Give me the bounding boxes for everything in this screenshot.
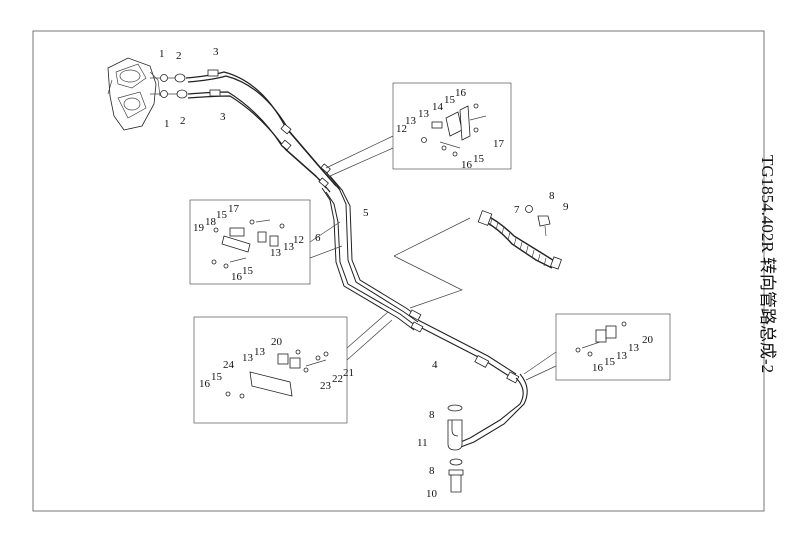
label-tr-16b: 16: [461, 159, 473, 171]
label-bl-21: 21: [343, 367, 354, 379]
label-2b: 2: [180, 115, 186, 127]
label-ml-13b: 13: [270, 247, 282, 259]
label-tr-16: 16: [455, 87, 467, 99]
label-3a: 3: [213, 46, 219, 58]
detail-frame-bottom-left: [193, 316, 348, 424]
label-ml-15b: 15: [242, 265, 254, 277]
label-bl-15: 15: [211, 371, 223, 383]
detail-frame-top-right: [392, 82, 512, 170]
label-bl-20: 20: [271, 336, 283, 348]
label-tr-15b: 15: [473, 153, 485, 165]
label-bl-24: 24: [223, 359, 235, 371]
label-br-16: 16: [592, 362, 604, 374]
label-ml-17: 17: [228, 203, 240, 215]
label-tr-12: 12: [396, 123, 407, 135]
hose-pair-3: [185, 69, 341, 193]
label-ml-13a: 13: [283, 241, 295, 253]
label-10: 10: [426, 488, 438, 500]
steel-tubes-5-6: [318, 163, 421, 331]
drawing-frame: [32, 30, 765, 512]
label-bl-13b: 13: [254, 346, 266, 358]
label-br-15: 15: [604, 356, 616, 368]
label-4: 4: [432, 359, 438, 371]
detail-frame-mid-left: [189, 199, 311, 285]
label-tr-13a: 13: [405, 115, 417, 127]
part-labels: 1 2 3 1 2 3 5 6 7 8 9 4 8 11 8 10 12 13 …: [159, 46, 654, 500]
label-ml-19: 19: [193, 222, 205, 234]
leader-lines: [309, 135, 557, 381]
label-9: 9: [563, 201, 569, 213]
label-1a: 1: [159, 48, 165, 60]
label-2a: 2: [176, 50, 182, 62]
label-8b: 8: [429, 409, 435, 421]
drawing-title: TG1854.402R 转向管路总成-2: [758, 155, 777, 373]
label-ml-12: 12: [293, 234, 304, 246]
label-br-13a: 13: [628, 342, 640, 354]
label-8c: 8: [429, 465, 435, 477]
label-ml-16: 16: [231, 271, 243, 283]
label-br-13b: 13: [616, 350, 628, 362]
label-ml-15: 15: [216, 209, 228, 221]
label-3b: 3: [220, 111, 226, 123]
label-tr-13b: 13: [418, 108, 430, 120]
label-11: 11: [417, 437, 428, 449]
label-8a: 8: [549, 190, 555, 202]
hose-7: [477, 205, 562, 270]
banjo-fitting-11: [447, 404, 464, 493]
label-6: 6: [315, 232, 321, 244]
steering-gear-unit: [107, 57, 161, 131]
fittings-upper: [150, 73, 188, 99]
label-tr-17: 17: [493, 138, 505, 150]
label-br-20: 20: [642, 334, 654, 346]
label-bl-13a: 13: [242, 352, 254, 364]
clamp-detail-mid-left: [211, 219, 285, 269]
label-bl-16: 16: [199, 378, 211, 390]
label-tr-15: 15: [444, 94, 456, 106]
clamp-detail-bottom-right: [575, 321, 627, 357]
label-bl-23: 23: [320, 380, 332, 392]
label-1b: 1: [164, 118, 170, 130]
clamp-detail-top-right: [421, 103, 487, 157]
label-5: 5: [363, 207, 369, 219]
label-tr-14: 14: [432, 101, 444, 113]
label-bl-22: 22: [332, 373, 343, 385]
clamp-detail-bottom-left: [225, 349, 329, 399]
label-ml-18: 18: [205, 216, 217, 228]
label-7: 7: [514, 204, 520, 216]
detail-frame-bottom-right: [555, 313, 671, 381]
tube-4: [408, 309, 528, 449]
